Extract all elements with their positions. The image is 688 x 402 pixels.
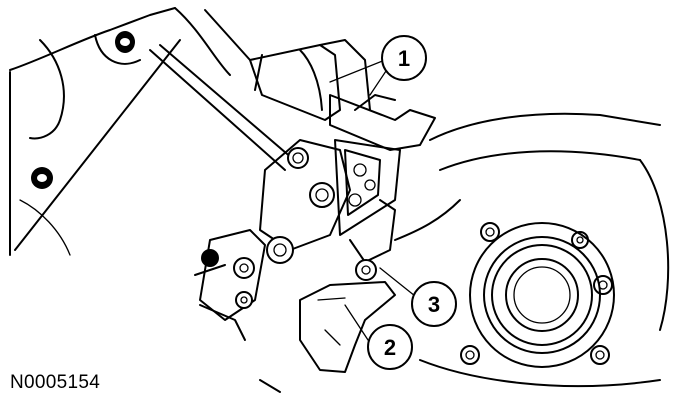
callout-3: 3 [411,281,457,327]
callout-1-label: 1 [398,46,410,71]
callout-1: 1 [381,35,427,81]
component-2-plate [299,259,396,373]
casting-studs [31,31,219,267]
callout-2-label: 2 [384,335,396,360]
timing-cover [259,112,670,393]
crankshaft-gear [469,222,615,368]
mounting-bracket [194,139,351,341]
callout-3-label: 3 [428,292,440,317]
callout-2: 2 [367,324,413,370]
engine-block-outline [9,7,301,256]
special-tool-assembly [249,39,436,263]
figure-reference-code: N0005154 [10,372,101,393]
